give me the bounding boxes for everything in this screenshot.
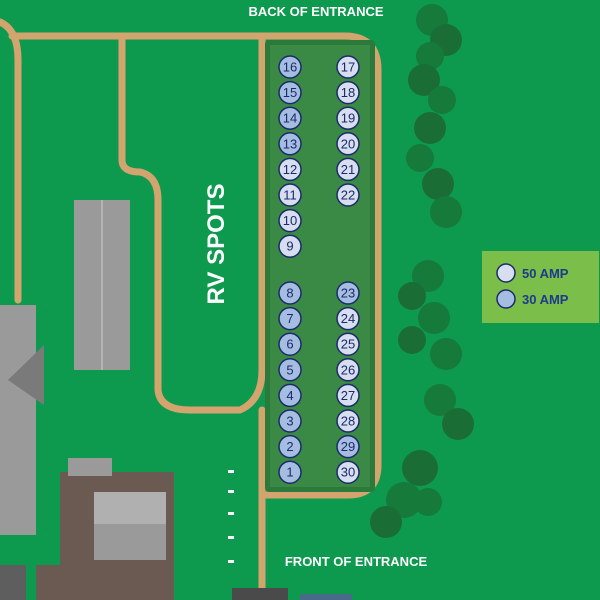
rv-spot-15-marker[interactable] <box>278 80 302 105</box>
rv-spot-3-label: 3 <box>286 414 293 429</box>
rv-spot-22-label: 22 <box>341 188 355 203</box>
rv-spot-11-label: 11 <box>283 188 297 203</box>
rv-spot-18-marker[interactable] <box>336 80 360 105</box>
amp-30-label: 30 AMP <box>522 292 569 307</box>
roads <box>0 18 382 600</box>
rv-spot-16-label: 16 <box>283 60 297 75</box>
rv-spot-22-marker[interactable] <box>336 183 360 207</box>
rv-spot-19-marker[interactable] <box>336 106 360 130</box>
amp-30-swatch <box>496 289 516 309</box>
rv-spot-2-label: 2 <box>286 439 293 454</box>
rv-spot-7-label: 7 <box>286 311 293 326</box>
rv-spot-23-marker[interactable] <box>336 281 360 305</box>
rv-spot-12-label: 12 <box>283 162 297 177</box>
rv-spot-8-label: 8 <box>286 286 293 301</box>
rv-spot-2-marker[interactable] <box>278 434 302 459</box>
rv-spot-5-marker[interactable] <box>278 358 302 382</box>
gate-bar <box>232 588 288 600</box>
rv-spot-18-label: 18 <box>341 85 355 100</box>
rv-spot-25-marker[interactable] <box>336 332 360 356</box>
rv-spot-10-label: 10 <box>283 213 297 228</box>
rv-spot-11-marker[interactable] <box>278 183 302 207</box>
road-top <box>8 32 382 499</box>
rv-spot-10-marker[interactable] <box>278 208 302 233</box>
rv-spot-19-label: 19 <box>341 111 355 126</box>
rv-spot-15-label: 15 <box>283 85 297 100</box>
rv-spot-17-marker[interactable] <box>336 55 360 79</box>
rv-spot-30-label: 30 <box>341 465 355 480</box>
rv-spot-23-label: 23 <box>341 286 355 301</box>
legend-box <box>482 251 599 323</box>
amp-50-swatch <box>496 263 516 283</box>
rv-spot-6-label: 6 <box>286 337 293 352</box>
road-left-curve <box>0 18 22 304</box>
rv-spot-1-label: 1 <box>286 465 293 480</box>
rv-spot-markers: 1615141312111098765432117181920212223242… <box>278 55 360 484</box>
rv-spot-27-marker[interactable] <box>336 383 360 408</box>
rv-spot-7-marker[interactable] <box>278 306 302 331</box>
rv-spot-1-marker[interactable] <box>278 460 302 484</box>
rv-spot-29-marker[interactable] <box>336 434 360 459</box>
rv-spot-27-label: 27 <box>341 388 355 403</box>
rv-spot-13-marker[interactable] <box>278 132 302 156</box>
rv-spot-12-marker[interactable] <box>278 157 302 182</box>
rv-spot-9-label: 9 <box>286 239 293 254</box>
rv-spot-9-marker[interactable] <box>278 234 302 258</box>
rv-spots-label: RV SPOTS <box>203 184 230 305</box>
crosswalk-marks <box>228 470 234 563</box>
rv-spot-24-marker[interactable] <box>336 306 360 331</box>
rv-spot-28-marker[interactable] <box>336 409 360 433</box>
rv-spot-14-label: 14 <box>283 111 297 126</box>
gate-bar-2 <box>300 594 352 600</box>
main-building <box>0 305 36 535</box>
parking-strip <box>36 565 116 600</box>
rv-spot-24-label: 24 <box>341 311 355 326</box>
barn-roof-line <box>101 200 103 370</box>
corner-building <box>0 565 26 600</box>
rv-spot-17-label: 17 <box>341 60 355 75</box>
rv-spot-20-marker[interactable] <box>336 132 360 156</box>
amp-legend: 50 AMP 30 AMP <box>482 251 599 323</box>
rv-spot-6-marker[interactable] <box>278 332 302 356</box>
rv-spot-16-marker[interactable] <box>278 55 302 79</box>
rv-spot-21-label: 21 <box>341 162 355 177</box>
rv-spot-8-marker[interactable] <box>278 281 302 305</box>
rv-spot-5-label: 5 <box>286 362 293 377</box>
rv-spot-14-marker[interactable] <box>278 106 302 130</box>
shed-top <box>94 492 166 524</box>
rv-spot-3-marker[interactable] <box>278 409 302 433</box>
back-of-entrance-label: BACK OF ENTRANCE <box>248 4 383 19</box>
rv-spot-4-label: 4 <box>286 388 293 403</box>
rv-spot-29-label: 29 <box>341 439 355 454</box>
tree-line <box>370 4 474 538</box>
main-building-roof <box>8 345 44 405</box>
rv-spot-26-label: 26 <box>341 362 355 377</box>
rv-spot-26-marker[interactable] <box>336 358 360 382</box>
amp-50-label: 50 AMP <box>522 266 569 281</box>
rv-spot-20-label: 20 <box>341 136 355 151</box>
rv-spot-28-label: 28 <box>341 414 355 429</box>
rv-spot-13-label: 13 <box>283 136 297 151</box>
rv-spot-30-marker[interactable] <box>336 460 360 484</box>
front-of-entrance-label: FRONT OF ENTRANCE <box>285 554 428 569</box>
road-inner <box>118 32 266 414</box>
rv-spot-21-marker[interactable] <box>336 157 360 182</box>
rv-spot-25-label: 25 <box>341 337 355 352</box>
small-building <box>68 458 112 476</box>
rv-spot-4-marker[interactable] <box>278 383 302 408</box>
